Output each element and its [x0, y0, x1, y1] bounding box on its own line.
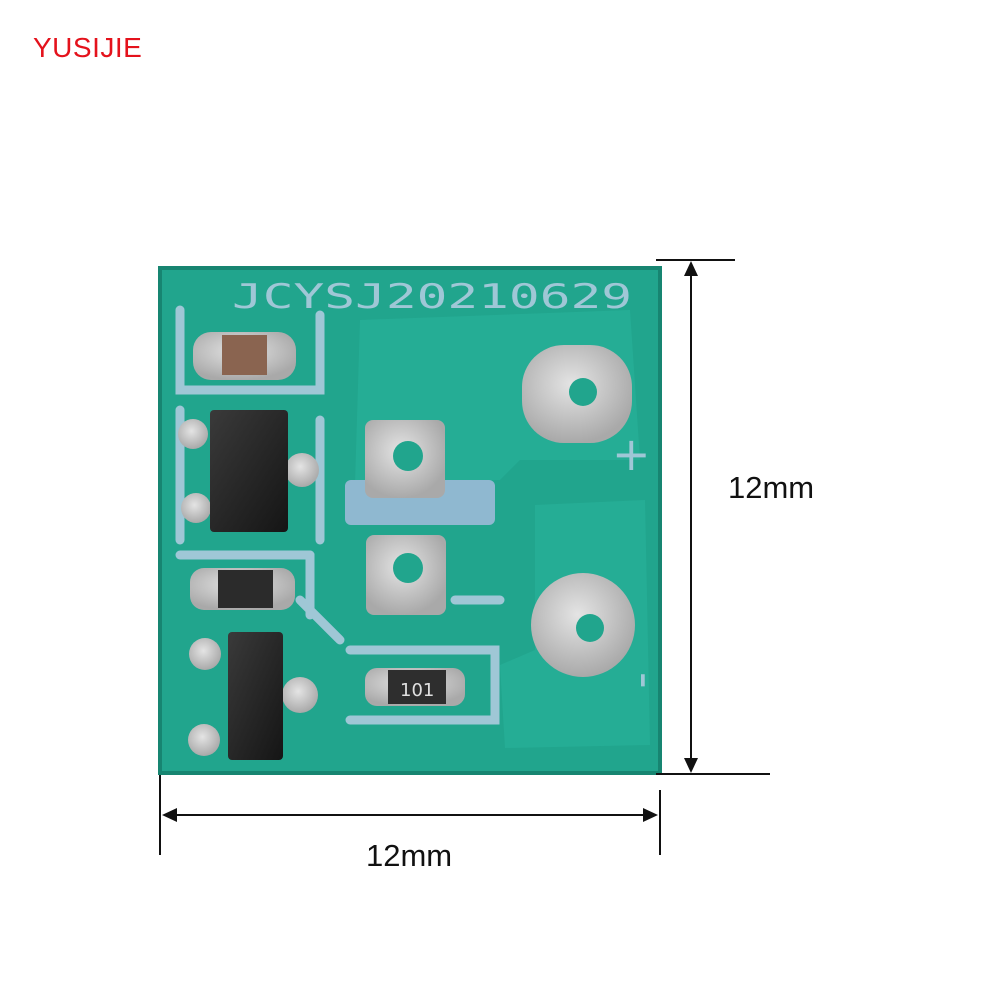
smd-transistor-bottom — [188, 632, 318, 760]
plus-label: + — [612, 427, 651, 481]
smd-resistor: 101 — [365, 668, 465, 706]
through-hole-pads — [365, 345, 635, 677]
resistor-marking: 101 — [400, 680, 434, 701]
width-dimension-label: 12mm — [366, 838, 453, 873]
smd-transistor-top — [178, 410, 319, 532]
silkscreen-code: JCYSJ20210629 — [232, 277, 632, 317]
dimension-lines — [159, 259, 770, 855]
minus-label: - — [619, 672, 673, 689]
height-dimension-label: 12mm — [728, 470, 815, 505]
brand-logo-text: YUSIJIE — [33, 32, 143, 63]
silkscreen-traces — [175, 305, 505, 725]
smd-capacitor — [193, 332, 296, 380]
smd-diode — [190, 568, 295, 610]
